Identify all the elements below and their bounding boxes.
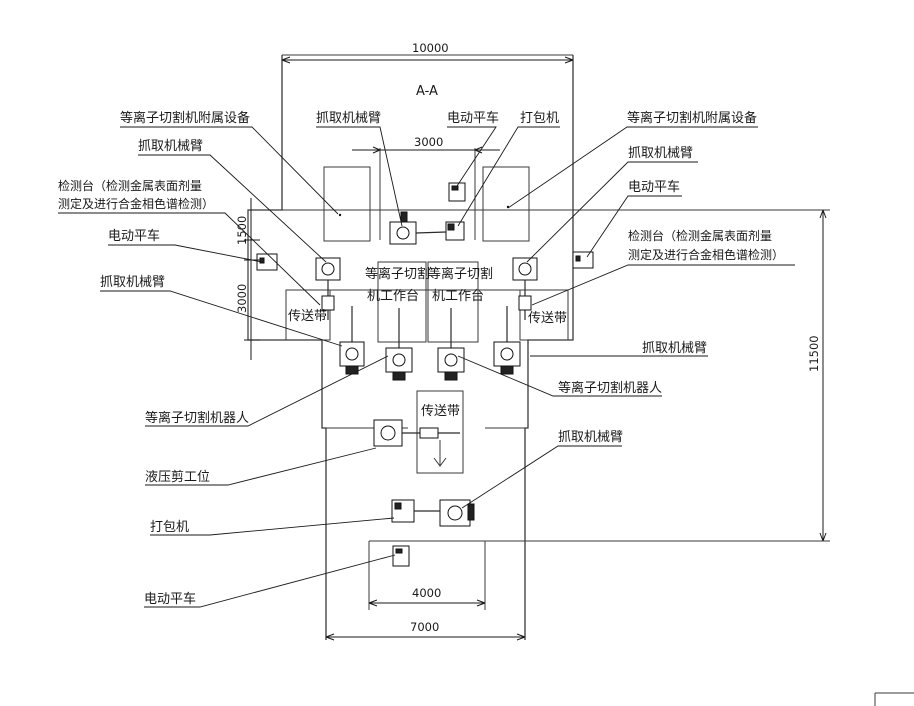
electric-cart-right-icon bbox=[572, 251, 594, 269]
grab-arm-right-1-icon bbox=[512, 257, 538, 320]
hydraulic-shear-arm-icon bbox=[373, 419, 460, 447]
building-outline bbox=[247, 54, 830, 640]
callout-grab-arm-left-1: 抓取机械臂 bbox=[138, 139, 203, 154]
dimension-center-gap: 3000 bbox=[352, 135, 500, 154]
dimension-width-top: 10000 bbox=[281, 41, 574, 64]
grab-arm-top-center-icon bbox=[389, 211, 447, 245]
callout-grab-arm-right-2: 抓取机械臂 bbox=[642, 341, 707, 356]
grab-arm-bottom-icon bbox=[414, 499, 475, 527]
plasma-robot-left-inner-icon bbox=[385, 308, 413, 381]
conveyor-right-label: 传送带 bbox=[528, 311, 567, 326]
callout-grab-arm-bottom: 抓取机械臂 bbox=[558, 430, 623, 445]
electric-cart-top-icon bbox=[448, 182, 466, 202]
callout-inspection-right-line1: 检测台（检测金属表面剂量 bbox=[628, 228, 772, 243]
callout-grab-arm-left-2: 抓取机械臂 bbox=[100, 275, 165, 290]
electric-cart-bottom-icon bbox=[392, 545, 410, 567]
callout-grab-arm-top: 抓取机械臂 bbox=[316, 111, 381, 126]
packer-bottom-icon bbox=[391, 499, 415, 523]
dimension-bottom-outer-text: 7000 bbox=[410, 620, 439, 634]
dimension-height-right: 11500 bbox=[807, 209, 827, 542]
accessory-box-right bbox=[482, 166, 530, 242]
dimension-height-right-text: 11500 bbox=[807, 335, 821, 372]
plasma-robot-right-inner-icon bbox=[437, 308, 465, 381]
callout-inspection-left-line2: 测定及进行合金相色谱检测） bbox=[58, 196, 214, 211]
callout-electric-cart-right: 电动平车 bbox=[628, 179, 680, 195]
callout-hydraulic-shear: 液压剪工位 bbox=[145, 469, 210, 485]
packer-top-icon bbox=[445, 221, 465, 241]
dimension-left-lower-text: 3000 bbox=[235, 284, 249, 313]
dimension-bottom-inner-text: 4000 bbox=[412, 586, 441, 600]
workbench-left-label-2: 机工作台 bbox=[367, 289, 419, 304]
dimension-width-top-text: 10000 bbox=[412, 41, 449, 55]
workbench-right-label-1: 等离子切割 bbox=[428, 266, 493, 282]
callout-inspection-right-line2: 测定及进行合金相色谱检测） bbox=[628, 247, 784, 262]
conveyor-center-label: 传送带 bbox=[421, 404, 460, 419]
callout-inspection-left-line1: 检测台（检测金属表面剂量 bbox=[58, 178, 202, 193]
dimension-bottom-inner: 4000 bbox=[368, 586, 486, 607]
callout-plasma-robot-right: 等离子切割机器人 bbox=[558, 380, 662, 396]
callout-plasma-accessory-right: 等离子切割机附属设备 bbox=[627, 110, 757, 126]
workbench-left-label-1: 等离子切割 bbox=[365, 266, 430, 282]
center-corridor bbox=[379, 148, 476, 240]
accessory-box-left bbox=[323, 166, 371, 242]
callout-plasma-robot-left: 等离子切割机器人 bbox=[145, 410, 249, 426]
callout-packer-bottom: 打包机 bbox=[150, 520, 189, 535]
callout-electric-cart-bottom: 电动平车 bbox=[144, 591, 196, 607]
dimension-left-upper-text: 1500 bbox=[235, 216, 249, 245]
callout-packer-top: 打包机 bbox=[520, 111, 559, 126]
dimension-left-vertical: 1500 3000 bbox=[235, 198, 260, 360]
grab-arm-left-1-icon bbox=[315, 257, 341, 320]
dimension-bottom-outer: 7000 bbox=[325, 620, 526, 641]
title-block-corner bbox=[874, 692, 914, 706]
conveyor-left-label: 传送带 bbox=[288, 309, 327, 324]
dimension-center-gap-text: 3000 bbox=[414, 135, 443, 149]
workbench-right-label-2: 机工作台 bbox=[432, 289, 484, 304]
callout-electric-cart-left: 电动平车 bbox=[108, 228, 160, 244]
callout-electric-cart-top: 电动平车 bbox=[447, 110, 499, 126]
plasma-robot-right-outer-icon bbox=[493, 306, 521, 375]
callout-plasma-accessory-left: 等离子切割机附属设备 bbox=[120, 110, 250, 126]
section-label: A-A bbox=[416, 84, 438, 99]
plasma-robot-left-outer-icon bbox=[339, 306, 365, 375]
conveyor-box bbox=[416, 390, 464, 474]
callout-grab-arm-right-1: 抓取机械臂 bbox=[628, 146, 693, 161]
workbench-zone bbox=[285, 261, 569, 343]
